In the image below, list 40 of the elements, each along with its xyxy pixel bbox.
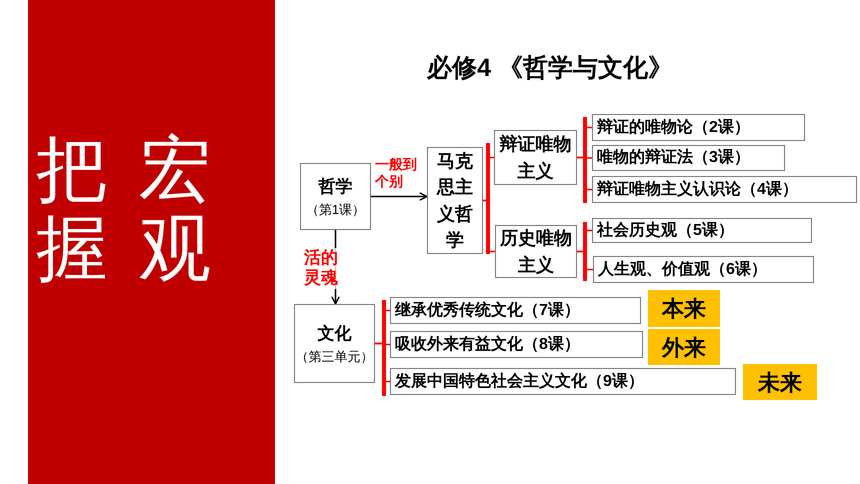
lesson-box (592, 176, 857, 203)
highlight-box (743, 364, 817, 400)
node-text: 辩证唯物主义认识论（4课） (597, 179, 799, 200)
node-text: 文化 (318, 323, 352, 345)
node-text: 哲学 (318, 176, 352, 198)
lesson-note: （第三单元） (296, 348, 374, 366)
lesson-box (390, 331, 643, 358)
vertical-heading: 宏观 (139, 130, 211, 288)
lesson-box (390, 297, 641, 324)
title: 必修4 《哲学与文化》 (426, 53, 674, 84)
lesson-box (390, 368, 736, 395)
connector-line (375, 342, 390, 382)
node-text: 马克思主义哲学 (436, 150, 474, 252)
highlight-box (648, 329, 720, 365)
lesson-box (593, 256, 814, 283)
connector-line (577, 250, 593, 270)
node-text: 人生观、价值观（6课） (598, 260, 768, 280)
topic-box (300, 163, 371, 230)
highlight-box (648, 290, 720, 327)
topic-box (427, 147, 483, 254)
connector-line (483, 200, 495, 252)
node-text: 继承优秀传统文化（7课） (395, 300, 581, 320)
topic-box (294, 304, 375, 383)
node-text: 辩证的唯物论（2课） (597, 117, 751, 138)
highlight-text: 外来 (662, 334, 706, 362)
highlight-text: 本来 (662, 295, 706, 323)
arrow (371, 192, 428, 201)
node-text: 历史唯物主义 (500, 227, 572, 276)
highlight-text: 未来 (758, 368, 802, 396)
lesson-box (592, 114, 805, 141)
node-text: 唯物的辩证法（3课） (597, 147, 751, 168)
lesson-note: （第1课） (306, 200, 366, 218)
node-text: 吸收外来有益文化（8课） (395, 334, 581, 354)
node-text: 社会历史观（5课） (597, 220, 735, 240)
node-text: 发展中国特色社会主义文化（9课） (395, 371, 645, 392)
node-text: 辩证唯物主义 (499, 133, 572, 182)
connector-line (577, 156, 592, 190)
vertical-heading: 把握 (36, 130, 108, 288)
lesson-box (592, 218, 812, 243)
lesson-box (592, 145, 785, 171)
